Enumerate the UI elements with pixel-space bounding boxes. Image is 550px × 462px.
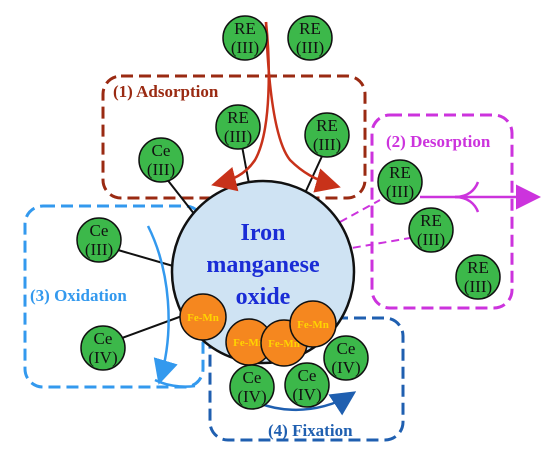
svg-text:(III): (III) xyxy=(296,38,324,57)
ion-ce4-oxidation: Ce (IV) xyxy=(80,325,126,371)
svg-text:Ce: Ce xyxy=(337,339,356,358)
ion-ce3-adsorbed: Ce (III) xyxy=(138,137,184,183)
svg-text:RE: RE xyxy=(389,163,411,182)
bond-line-ce3-ads xyxy=(165,177,196,216)
svg-text:(III): (III) xyxy=(231,38,259,57)
center-label-line-1: Iron xyxy=(241,220,286,246)
ion-re-adsorbed-1: RE (III) xyxy=(215,104,261,150)
adsorption-arrow-right xyxy=(264,21,341,193)
ion-re-desorbed-2: RE (III) xyxy=(408,207,454,253)
svg-text:(III): (III) xyxy=(313,135,341,154)
svg-text:Ce: Ce xyxy=(90,221,109,240)
bond-line-desorb-2 xyxy=(339,237,411,251)
desorption-arrow-branch-up xyxy=(454,181,480,199)
ion-ce4-fixation-1: Ce (IV) xyxy=(229,364,275,410)
svg-text:(IV): (IV) xyxy=(331,358,360,377)
svg-text:RE: RE xyxy=(316,116,338,135)
svg-text:Ce: Ce xyxy=(152,141,171,160)
svg-text:(IV): (IV) xyxy=(292,385,321,404)
oxidation-arrow xyxy=(146,225,178,385)
svg-text:Ce: Ce xyxy=(298,366,317,385)
desorption-arrow-branch-down xyxy=(454,195,480,213)
svg-text:(III): (III) xyxy=(85,240,113,259)
ion-re-desorbed-1: RE (III) xyxy=(377,159,423,205)
ion-re-top-right: RE (III) xyxy=(287,15,333,61)
svg-text:RE: RE xyxy=(467,258,489,277)
svg-text:(III): (III) xyxy=(224,127,252,146)
svg-text:Fe-Mn: Fe-Mn xyxy=(268,338,300,350)
center-label-line-2: manganese xyxy=(206,252,320,278)
svg-text:Fe-Mn: Fe-Mn xyxy=(233,337,265,349)
desorption-box xyxy=(370,113,514,310)
oxidation-label: (3) Oxidation xyxy=(30,286,127,305)
svg-text:Ce: Ce xyxy=(94,329,113,348)
femn-particle-left: Fe-Mn xyxy=(179,293,227,341)
ion-ce4-fixation-3: Ce (IV) xyxy=(323,335,369,381)
svg-text:(III): (III) xyxy=(417,230,445,249)
svg-text:RE: RE xyxy=(299,19,321,38)
svg-text:RE: RE xyxy=(234,19,256,38)
svg-text:Ce: Ce xyxy=(243,368,262,387)
svg-text:(IV): (IV) xyxy=(237,387,266,406)
svg-text:Fe-Mn: Fe-Mn xyxy=(187,312,219,324)
ion-ce4-fixation-2: Ce (IV) xyxy=(284,362,330,408)
svg-text:Fe-Mn: Fe-Mn xyxy=(297,319,329,331)
ion-re-adsorbed-2: RE (III) xyxy=(304,112,350,158)
svg-text:(IV): (IV) xyxy=(88,348,117,367)
ion-ce3-oxidation: Ce (III) xyxy=(76,217,122,263)
svg-text:(III): (III) xyxy=(464,277,492,296)
oxidation-arrow-tail xyxy=(154,378,196,388)
svg-text:(III): (III) xyxy=(147,160,175,179)
adsorption-box xyxy=(101,74,367,200)
fixation-label: (4) Fixation xyxy=(268,421,353,440)
svg-text:(III): (III) xyxy=(386,182,414,201)
svg-text:RE: RE xyxy=(227,108,249,127)
center-label-line-3: oxide xyxy=(236,284,291,310)
bond-line-ce3-ox xyxy=(117,249,181,269)
bond-line-desorb xyxy=(339,199,381,223)
ion-re-top-left: RE (III) xyxy=(222,15,268,61)
bond-line-ce4-ox xyxy=(121,315,183,339)
adsorption-label: (1) Adsorption xyxy=(113,82,219,101)
femn-particle-right: Fe-Mn xyxy=(289,300,337,348)
ion-re-desorbed-3: RE (III) xyxy=(455,254,501,300)
desorption-label: (2) Desorption xyxy=(386,132,491,151)
svg-text:RE: RE xyxy=(420,211,442,230)
